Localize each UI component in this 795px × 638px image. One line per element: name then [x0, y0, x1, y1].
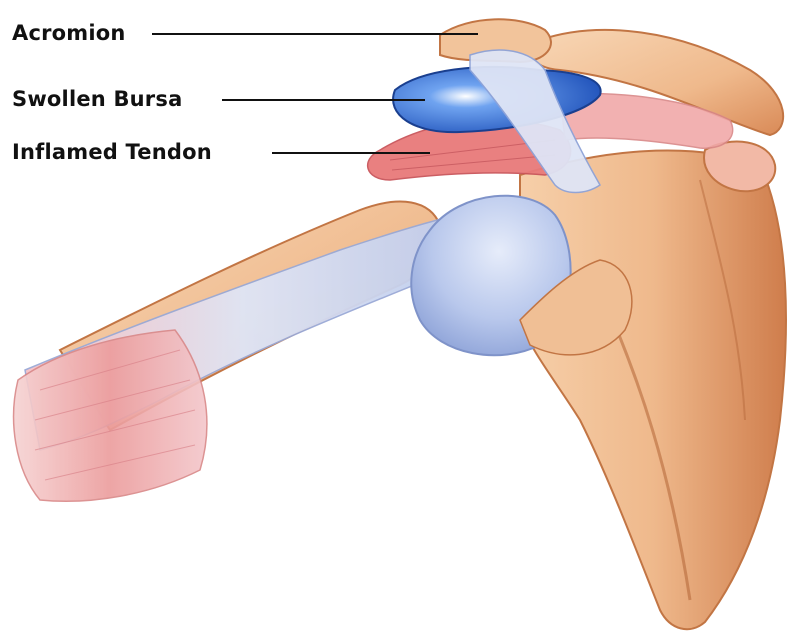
muscle-end	[14, 330, 207, 501]
swollen-bursa-label: Swollen Bursa	[12, 89, 182, 110]
acromion-label: Acromion	[12, 23, 126, 44]
inflamed-tendon-label: Inflamed Tendon	[12, 142, 212, 163]
